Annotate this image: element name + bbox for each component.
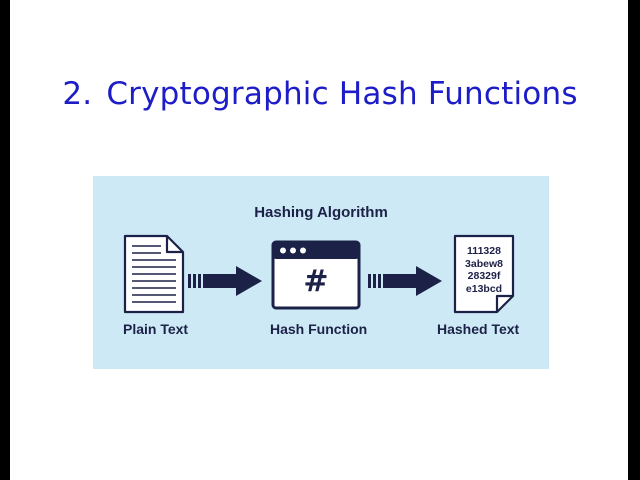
hashed-document-icon xyxy=(453,234,515,314)
hash-function-label: Hash Function xyxy=(270,321,368,337)
hash-line: e13bcd xyxy=(465,282,503,295)
hash-symbol: # xyxy=(303,264,329,299)
arrow-right-icon xyxy=(368,266,442,296)
arrow-right-icon xyxy=(188,266,262,296)
document-icon xyxy=(123,234,185,314)
hashed-text-lines: 111328 3abew8 28329f e13bcd xyxy=(437,245,531,295)
hash-line: 28329f xyxy=(467,270,501,282)
slide-title-number: 2. xyxy=(62,76,93,112)
slide-title: 2. Cryptographic Hash Functions xyxy=(0,76,640,112)
plain-text-label: Plain Text xyxy=(123,321,189,337)
hashing-diagram: Hashing Algorithm xyxy=(93,176,549,369)
diagram-heading: Hashing Algorithm xyxy=(254,204,388,221)
hashed-text-label: Hashed Text xyxy=(437,321,520,337)
browser-window-icon xyxy=(271,240,361,310)
hash-line: 3abew8 xyxy=(465,257,503,270)
hash-line: 111328 xyxy=(467,245,501,257)
slide-title-text: Cryptographic Hash Functions xyxy=(106,76,578,112)
